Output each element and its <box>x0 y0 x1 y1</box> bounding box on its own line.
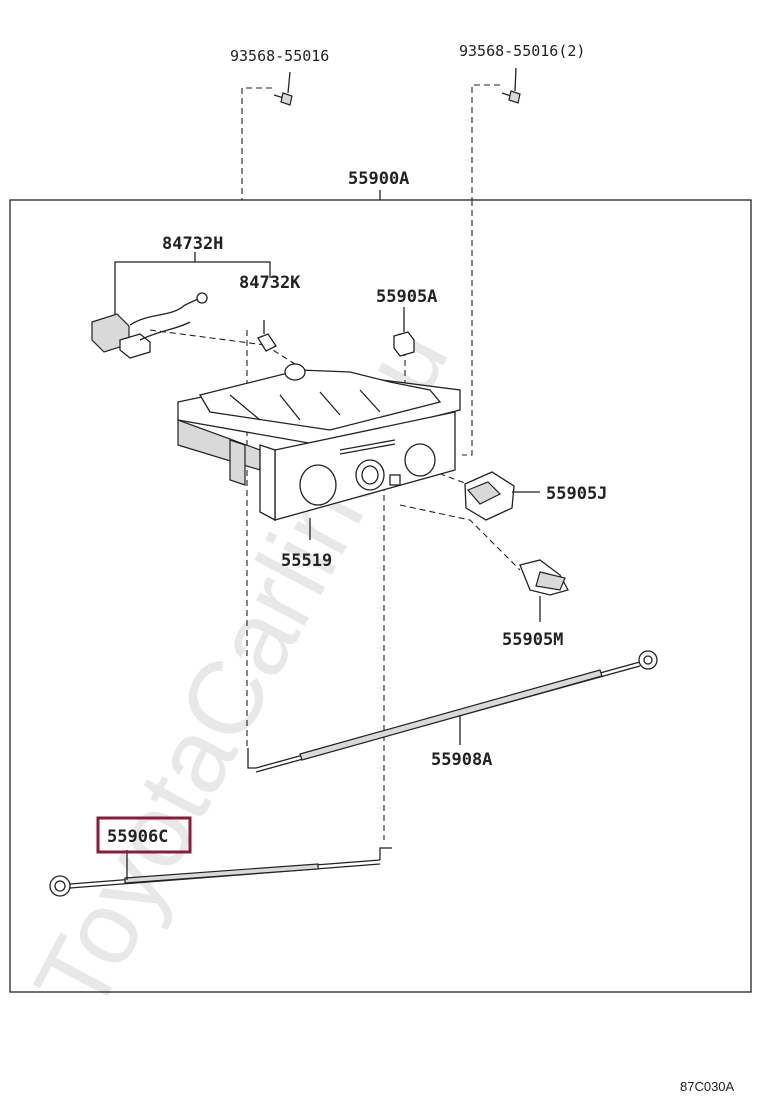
label-screw-right[interactable]: 93568-55016(2) <box>459 42 585 60</box>
label-panel[interactable]: 55519 <box>281 551 332 571</box>
cable-a[interactable] <box>247 650 658 773</box>
knob-j-icon[interactable] <box>464 471 540 521</box>
label-cable-c[interactable]: 55906C <box>107 827 168 847</box>
label-knob-j[interactable]: 55905J <box>546 484 607 504</box>
front-panel[interactable] <box>259 411 456 540</box>
label-screw-left[interactable]: 93568-55016 <box>230 47 329 65</box>
knob-a-icon[interactable] <box>393 307 415 357</box>
highlight-box <box>96 816 192 854</box>
label-knob-a[interactable]: 55905A <box>376 287 437 307</box>
label-bulb[interactable]: 84732K <box>239 273 301 293</box>
label-knob-m[interactable]: 55905M <box>502 630 563 650</box>
bulb-icon[interactable] <box>257 320 277 352</box>
cable-c[interactable] <box>49 847 392 897</box>
connector-icon[interactable] <box>91 252 271 359</box>
label-connector[interactable]: 84732H <box>162 234 223 254</box>
label-assembly[interactable]: 55900A <box>348 169 409 189</box>
label-cable-a[interactable]: 55908A <box>431 750 492 770</box>
screw-right-icon[interactable] <box>501 67 521 104</box>
control-unit[interactable] <box>177 363 461 486</box>
figure-code: 87C030A <box>680 1079 735 1094</box>
knob-m-icon[interactable] <box>519 559 569 622</box>
screw-left-icon[interactable] <box>273 71 293 106</box>
